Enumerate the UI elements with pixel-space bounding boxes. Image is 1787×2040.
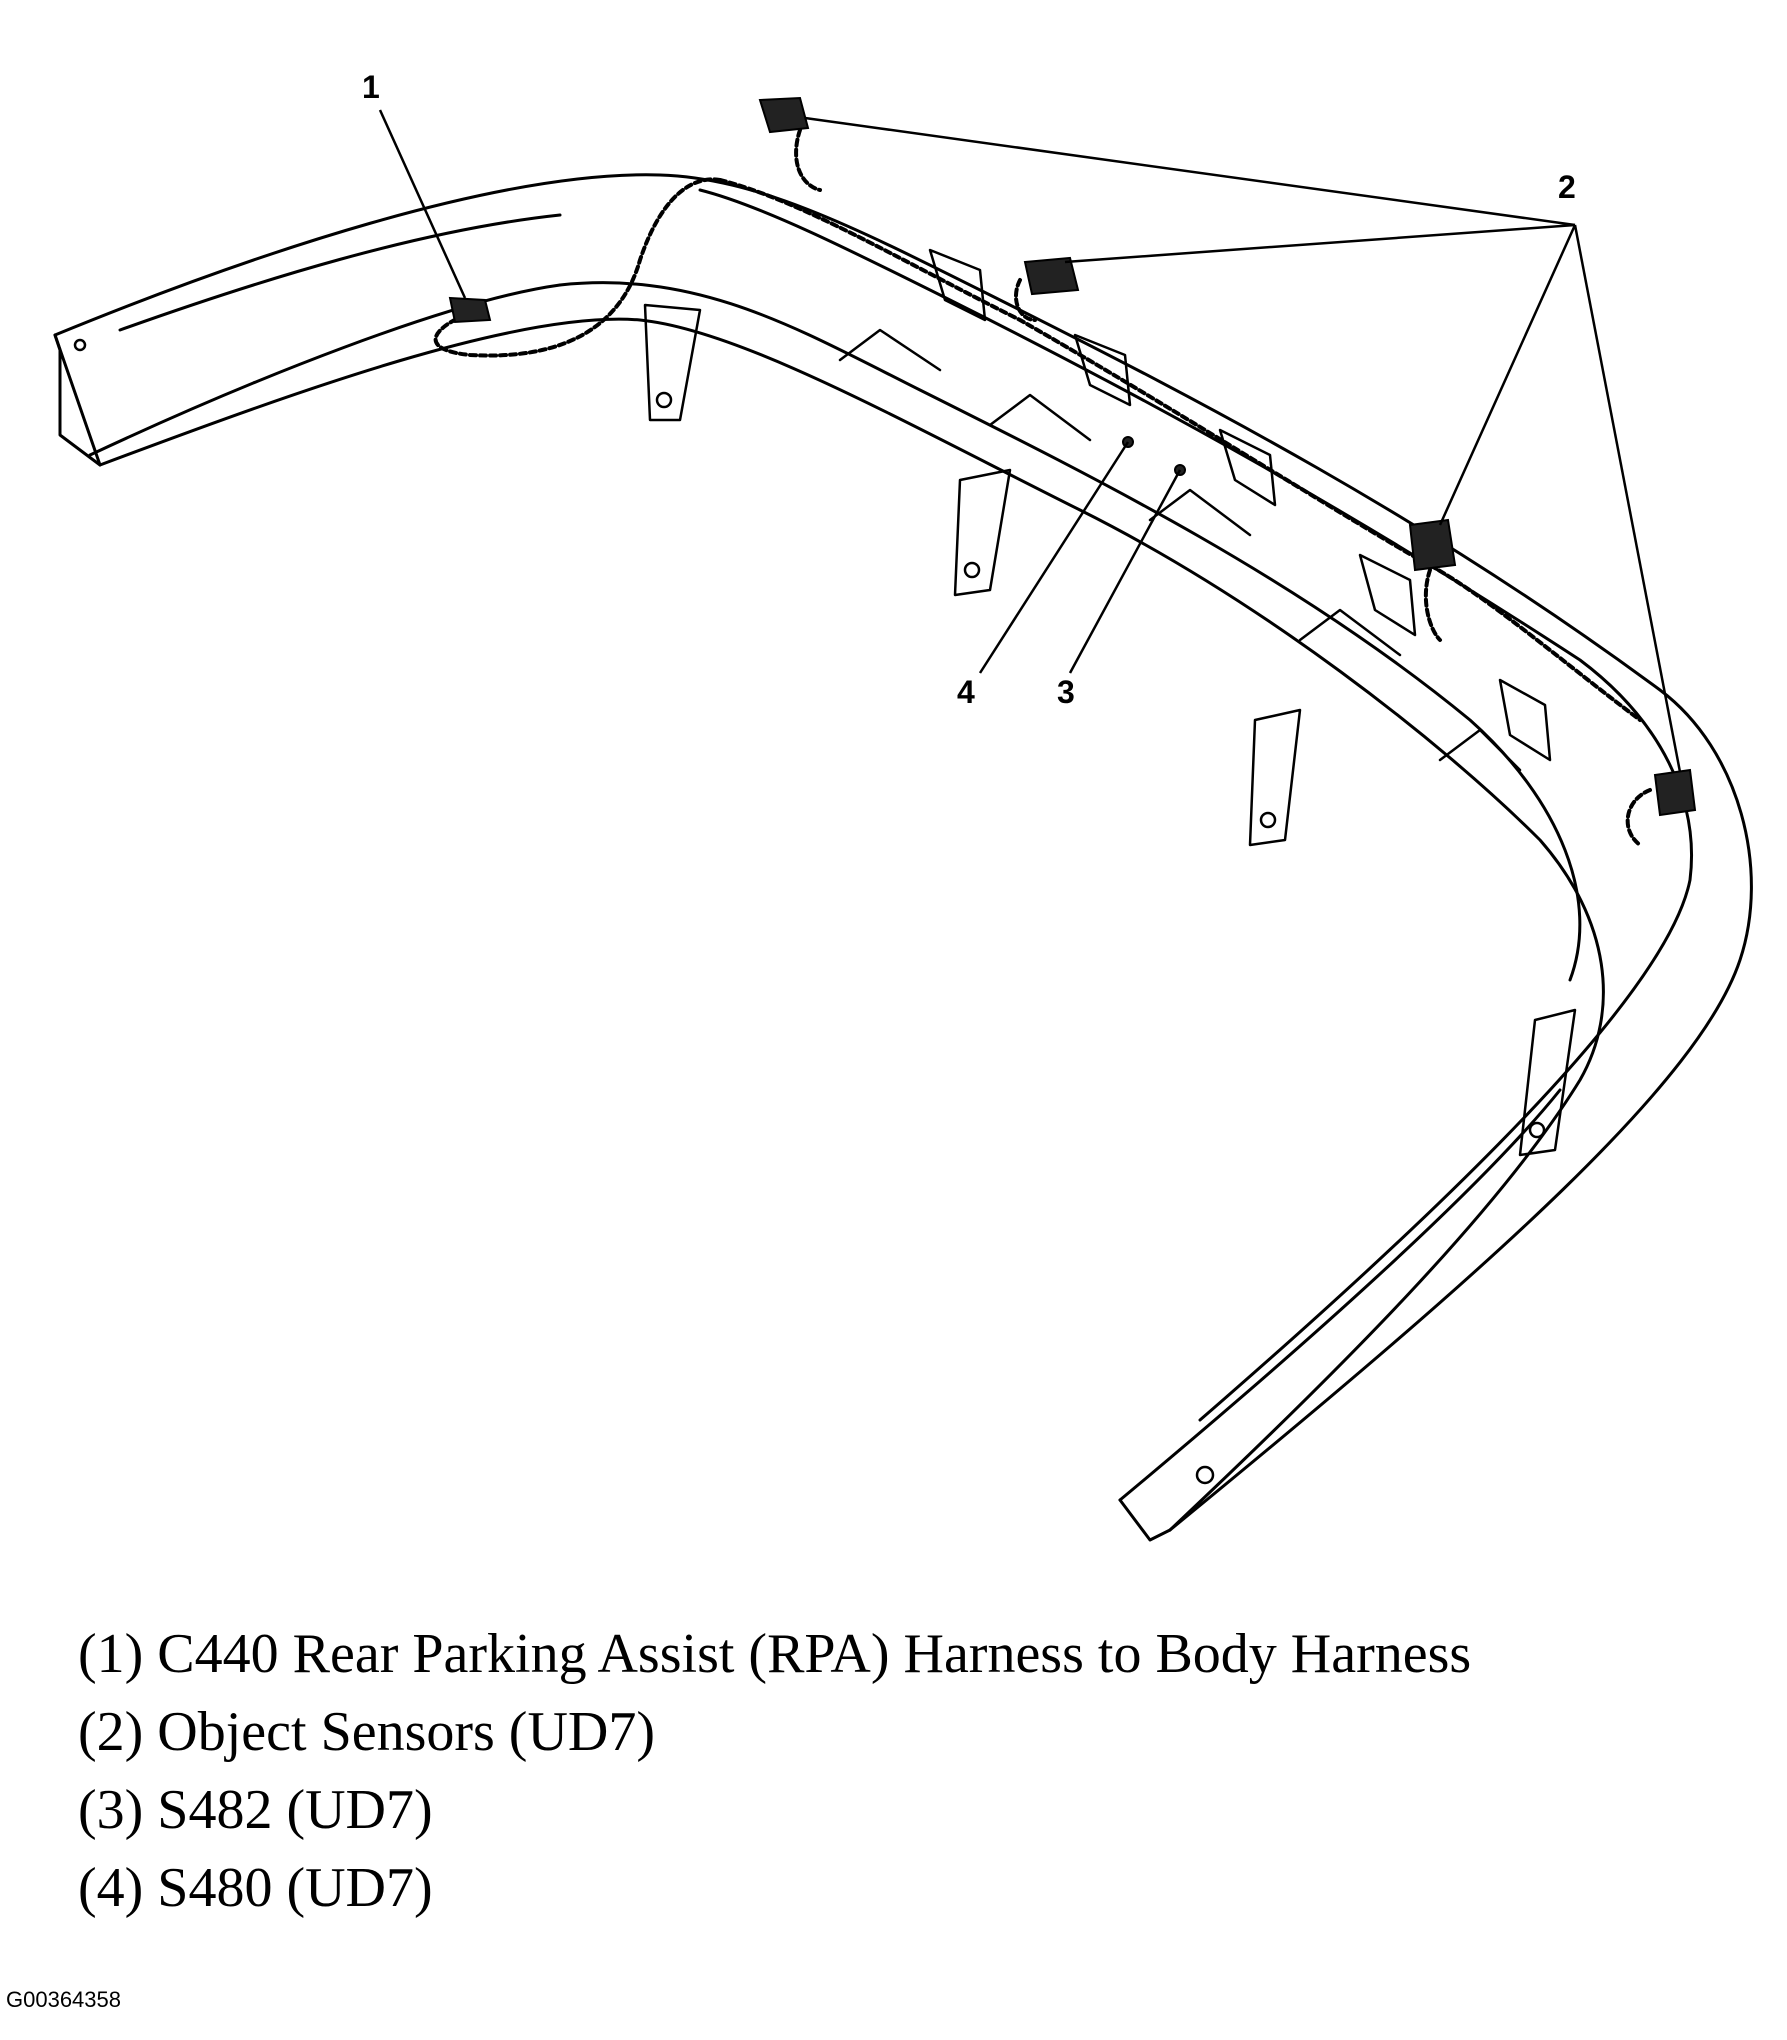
object-sensor-2 [1023, 256, 1080, 296]
wiring-harness [433, 128, 1652, 847]
callout-1: 1 [362, 69, 380, 105]
figure-id: G00364358 [6, 1987, 121, 2012]
bumper-ribs [838, 248, 1552, 772]
legend-item-1: (1) C440 Rear Parking Assist (RPA) Harne… [78, 1623, 1472, 1685]
legend: (1) C440 Rear Parking Assist (RPA) Harne… [78, 1615, 1471, 1927]
bumper-harness-diagram: 1 2 3 4 [53, 69, 1753, 1542]
legend-item-2: (2) Object Sensors (UD7) [78, 1701, 655, 1763]
c440-connector [448, 296, 492, 324]
mounting-brackets [73, 303, 1577, 1485]
legend-item-3: (3) S482 (UD7) [78, 1779, 433, 1841]
object-sensor-3 [1408, 518, 1457, 572]
callout-2: 2 [1558, 169, 1576, 205]
connectors [448, 96, 1697, 817]
callout-4: 4 [957, 674, 975, 710]
object-sensor-4 [1653, 768, 1697, 817]
leader-lines [378, 109, 1682, 773]
callout-3: 3 [1057, 674, 1075, 710]
legend-item-4: (4) S480 (UD7) [78, 1857, 433, 1919]
bumper-fascia [53, 173, 1753, 1542]
object-sensor-1 [758, 96, 810, 134]
